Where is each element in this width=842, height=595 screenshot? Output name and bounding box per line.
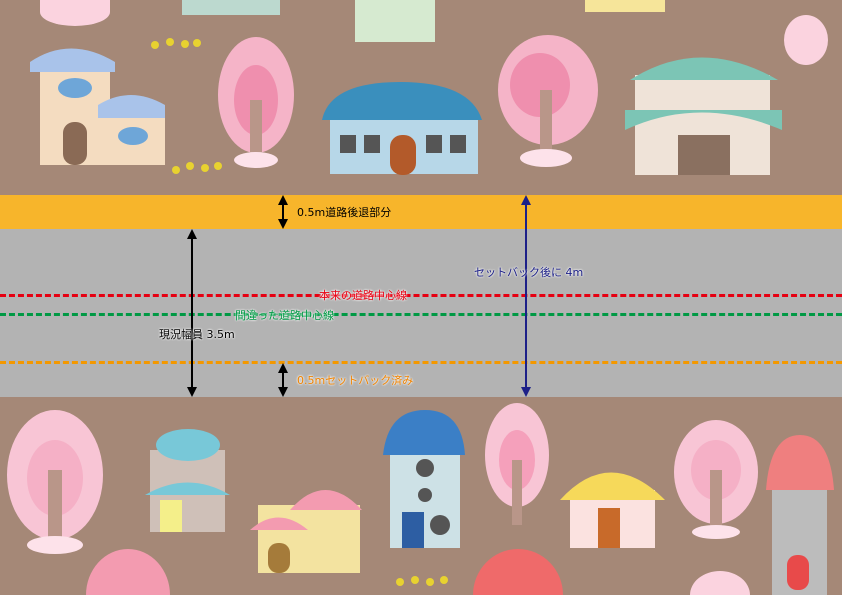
tree-top-2	[498, 35, 598, 167]
setback-done-label: 0.5mセットバック済み	[297, 374, 414, 387]
setback-band	[0, 195, 842, 229]
wrong-centerline-label: 間違った道路中心線	[235, 309, 334, 322]
after-setback-label: セットバック後に 4m	[474, 266, 584, 279]
setback-part-label: 0.5m道路後退部分	[297, 206, 392, 219]
tree-bottom-1	[7, 410, 103, 554]
wrong-centerline	[0, 313, 842, 316]
house-top-left	[30, 48, 165, 165]
true-centerline	[0, 294, 842, 297]
house-bottom-blue	[383, 410, 465, 548]
house-bottom-pink	[250, 490, 362, 573]
bottom-edge-items	[86, 549, 750, 595]
house-top-blue	[322, 82, 482, 175]
house-bottom-teal	[145, 429, 230, 532]
top-edge-items	[40, 0, 828, 174]
true-centerline-label: 本来の道路中心線	[319, 289, 407, 302]
tree-top-1	[218, 37, 294, 168]
setback-done-line	[0, 361, 842, 364]
tree-bottom-3	[674, 420, 758, 539]
house-bottom-yellow-roof	[560, 472, 665, 548]
house-bottom-tower	[766, 435, 834, 595]
tree-bottom-2	[485, 403, 549, 525]
house-top-right	[625, 57, 782, 175]
current-width-label: 現況幅員 3.5m	[159, 328, 235, 341]
